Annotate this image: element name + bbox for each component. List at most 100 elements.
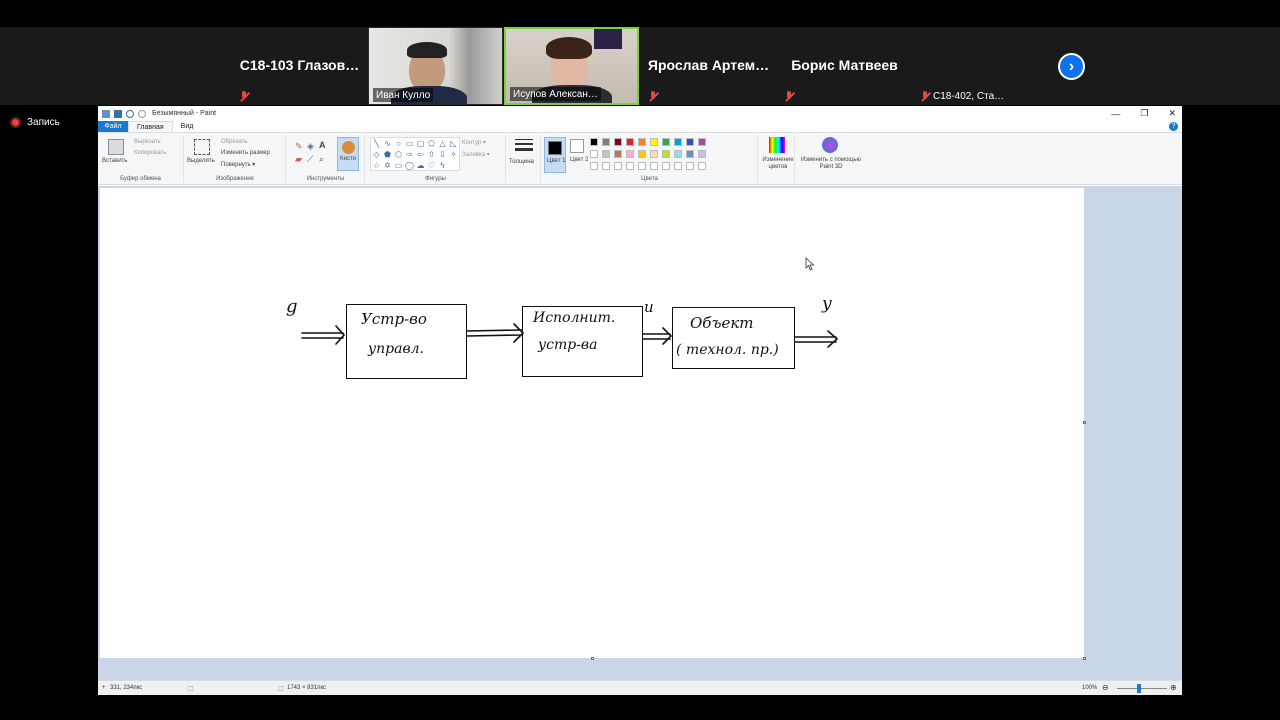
palette-swatch[interactable]: [698, 162, 706, 170]
palette-swatch[interactable]: [686, 138, 694, 146]
color2-swatch[interactable]: [570, 139, 584, 153]
eraser-icon[interactable]: ▰: [295, 154, 302, 164]
arrow-up-shape-icon[interactable]: ⇧: [428, 150, 435, 159]
palette-swatch[interactable]: [602, 150, 610, 158]
palette-swatch[interactable]: [638, 162, 646, 170]
palette-swatch[interactable]: [638, 150, 646, 158]
fill-button[interactable]: Заливка ▾: [462, 152, 490, 158]
color1-button[interactable]: Цвет 1: [544, 137, 566, 173]
rotate-button[interactable]: Повернуть ▾: [221, 162, 256, 168]
undo-icon[interactable]: [126, 109, 134, 118]
edit-colors-button[interactable]: Изменение цветов: [762, 157, 794, 170]
tab-home[interactable]: Главная: [128, 121, 173, 132]
palette-swatch[interactable]: [590, 138, 598, 146]
palette-swatch[interactable]: [626, 138, 634, 146]
zoom-out-icon[interactable]: ⊖: [1102, 683, 1109, 692]
participant-tile[interactable]: С18-402, Ста…: [913, 27, 1048, 105]
close-button[interactable]: ✕: [1168, 108, 1176, 118]
chevron-right-icon[interactable]: ›: [1058, 53, 1085, 80]
star4-shape-icon[interactable]: ✧: [450, 150, 457, 159]
palette-swatch[interactable]: [614, 150, 622, 158]
outline-button[interactable]: Контур ▾: [462, 140, 486, 146]
maximize-button[interactable]: ❐: [1140, 108, 1149, 118]
palette-swatch[interactable]: [698, 150, 706, 158]
palette-swatch[interactable]: [626, 150, 634, 158]
right-triangle-shape-icon[interactable]: ◺: [450, 139, 457, 148]
workspace[interactable]: g Устр-во управл. Исполнит. устр-ва u Об…: [98, 186, 1182, 682]
palette-swatch[interactable]: [614, 138, 622, 146]
star6-shape-icon[interactable]: ✡: [384, 161, 391, 170]
palette-swatch[interactable]: [590, 162, 598, 170]
redo-icon[interactable]: [138, 109, 146, 118]
tab-view[interactable]: Вид: [180, 123, 194, 130]
size-button[interactable]: Толщина: [509, 159, 534, 165]
crop-button[interactable]: Обрезать: [221, 139, 248, 145]
participant-video-tile-speaking[interactable]: Исупов Алексан…: [504, 27, 639, 105]
star5-shape-icon[interactable]: ☆: [372, 161, 381, 170]
hexagon-shape-icon[interactable]: ⬡: [395, 150, 402, 159]
participant-tile[interactable]: Ярослав Артем…: [641, 27, 776, 105]
edit-colors-icon[interactable]: [769, 137, 785, 153]
palette-swatch[interactable]: [650, 150, 658, 158]
rectangle-shape-icon[interactable]: ▭: [405, 139, 414, 148]
palette-swatch[interactable]: [650, 162, 658, 170]
palette-swatch[interactable]: [650, 138, 658, 146]
curve-shape-icon[interactable]: ∿: [384, 139, 391, 148]
save-icon[interactable]: [114, 109, 122, 118]
select-icon[interactable]: [194, 139, 210, 155]
fill-icon[interactable]: ◈: [307, 141, 314, 151]
palette-swatch[interactable]: [638, 138, 646, 146]
magnifier-icon[interactable]: ⌕: [319, 154, 325, 164]
polygon-shape-icon[interactable]: ⬠: [428, 139, 435, 148]
minimize-button[interactable]: —: [1111, 108, 1121, 119]
paint3d-icon[interactable]: [822, 137, 838, 153]
rounded-rect-shape-icon[interactable]: ▢: [416, 139, 425, 148]
palette-swatch[interactable]: [674, 150, 682, 158]
zoom-slider-thumb[interactable]: [1137, 684, 1141, 693]
menu-file[interactable]: Файл: [98, 121, 128, 132]
arrow-right-shape-icon[interactable]: ⇨: [406, 150, 413, 159]
callout-oval-shape-icon[interactable]: ◯: [405, 161, 414, 170]
palette-swatch[interactable]: [662, 150, 670, 158]
palette-swatch[interactable]: [614, 162, 622, 170]
callout-rect-shape-icon[interactable]: ▭: [394, 161, 403, 170]
callout-cloud-shape-icon[interactable]: ☁: [416, 161, 425, 170]
resize-handle-right[interactable]: [1083, 421, 1086, 424]
paste-button[interactable]: Вставить: [102, 158, 128, 164]
recording-indicator[interactable]: Запись: [10, 117, 60, 128]
resize-handle-bottom[interactable]: [591, 657, 594, 660]
drawing-canvas[interactable]: g Устр-во управл. Исполнит. устр-ва u Об…: [100, 188, 1084, 658]
participant-tile[interactable]: С18-103 Глазов…: [232, 27, 367, 105]
palette-swatch[interactable]: [626, 162, 634, 170]
pencil-icon[interactable]: ✎: [295, 141, 303, 151]
help-icon[interactable]: ?: [1169, 122, 1178, 131]
zoom-slider-track[interactable]: [1117, 688, 1167, 689]
participant-tile[interactable]: Борис Матвеев: [777, 27, 912, 105]
palette-swatch[interactable]: [662, 138, 670, 146]
palette-swatch[interactable]: [698, 138, 706, 146]
palette-swatch[interactable]: [686, 150, 694, 158]
resize-button[interactable]: Изменить размер: [221, 150, 270, 156]
color-picker-icon[interactable]: ⟋: [307, 154, 314, 164]
cut-button[interactable]: Вырезать: [134, 139, 161, 145]
text-icon[interactable]: A: [319, 140, 326, 150]
participant-video-tile[interactable]: Иван Кулло: [368, 27, 503, 105]
diamond-shape-icon[interactable]: ◇: [373, 150, 380, 159]
select-button[interactable]: Выделить: [187, 158, 215, 164]
paint3d-button[interactable]: Изменить с помощью Paint 3D: [800, 157, 861, 170]
palette-swatch[interactable]: [590, 150, 598, 158]
palette-swatch[interactable]: [674, 162, 682, 170]
palette-swatch[interactable]: [662, 162, 670, 170]
arrow-left-shape-icon[interactable]: ⇦: [417, 150, 424, 159]
arrow-down-shape-icon[interactable]: ⇩: [439, 150, 446, 159]
line-shape-icon[interactable]: ╲: [374, 139, 379, 148]
palette-swatch[interactable]: [602, 162, 610, 170]
palette-swatch[interactable]: [686, 162, 694, 170]
pentagon-shape-icon[interactable]: ⬟: [384, 150, 391, 159]
copy-button[interactable]: Копировать: [134, 150, 167, 156]
zoom-in-icon[interactable]: ⊕: [1170, 683, 1177, 692]
paste-icon[interactable]: [108, 139, 124, 155]
heart-shape-icon[interactable]: ♡: [427, 161, 436, 170]
resize-handle-corner[interactable]: [1083, 657, 1086, 660]
palette-swatch[interactable]: [674, 138, 682, 146]
